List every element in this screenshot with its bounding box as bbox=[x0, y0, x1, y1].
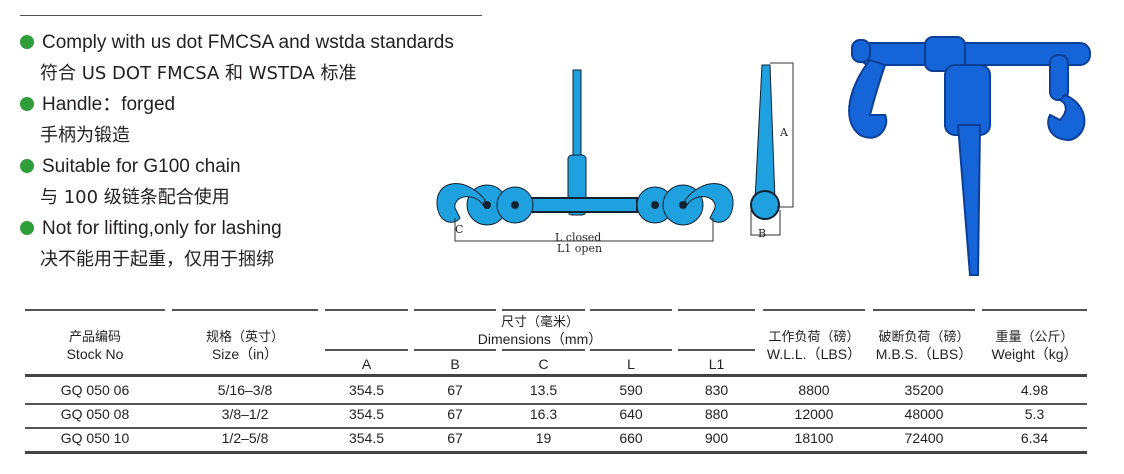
stock-header-cn: 产品编码 bbox=[68, 330, 121, 345]
l1-open-label: L1 open bbox=[557, 242, 603, 255]
header-rule bbox=[502, 309, 585, 311]
size-header-en: Size（in） bbox=[211, 346, 279, 362]
ratchet-binder-diagram bbox=[436, 62, 794, 242]
table-cell: 660 bbox=[619, 430, 643, 446]
header-rule bbox=[25, 309, 165, 311]
feature-en: Handle：forged bbox=[42, 94, 176, 115]
feature-en: Comply with us dot FMCSA and wstda stand… bbox=[42, 32, 454, 53]
bullet-icon bbox=[20, 159, 34, 173]
row-rule bbox=[25, 403, 1087, 405]
header-rule bbox=[982, 309, 1087, 311]
dimension-header: A bbox=[361, 356, 372, 372]
dimensions-header-en: Dimensions（mm） bbox=[477, 331, 603, 347]
wt-header-en: Weight（kg） bbox=[991, 346, 1078, 362]
table-cell: 35200 bbox=[904, 382, 944, 398]
header-rule bbox=[763, 309, 865, 311]
table-cell: 48000 bbox=[904, 406, 944, 422]
table-cell: 354.5 bbox=[348, 382, 385, 398]
header-rule bbox=[172, 309, 318, 311]
table-cell: 830 bbox=[704, 382, 729, 398]
table-cell: 4.98 bbox=[1020, 382, 1049, 398]
table-cell: 72400 bbox=[904, 430, 944, 446]
table-cell: 590 bbox=[619, 382, 643, 398]
stock-header-en: Stock No bbox=[66, 346, 124, 362]
feature-item: Not for lifting,only for lashing bbox=[20, 218, 282, 240]
table-cell: 354.5 bbox=[348, 406, 385, 422]
l-closed-label: L closed bbox=[555, 231, 602, 244]
feature-cn: 符合 US DOT FMCSA 和 WSTDA 标准 bbox=[40, 63, 357, 84]
subheader-rule bbox=[590, 349, 672, 351]
feature-en: Not for lifting,only for lashing bbox=[42, 218, 282, 239]
header-double-rule bbox=[25, 374, 1087, 377]
feature-item: Handle：forged bbox=[20, 94, 175, 116]
header-rule bbox=[678, 309, 755, 311]
table-cell: GQ 050 08 bbox=[60, 406, 130, 422]
header-rule bbox=[414, 309, 496, 311]
table-cell: 67 bbox=[447, 430, 463, 446]
table-cell: 13.5 bbox=[529, 382, 558, 398]
a-label: A bbox=[780, 126, 788, 139]
table-cell: GQ 050 10 bbox=[60, 430, 130, 446]
table-cell: 16.3 bbox=[529, 406, 558, 422]
feature-cn: 与 100 级链条配合使用 bbox=[40, 187, 230, 208]
feature-item: Suitable for G100 chain bbox=[20, 156, 241, 178]
feature-cn: 决不能用于起重，仅用于捆绑 bbox=[40, 249, 274, 270]
table-cell: 900 bbox=[704, 430, 729, 446]
top-rule bbox=[20, 15, 482, 16]
table-cell: 6.34 bbox=[1020, 430, 1049, 446]
size-header-cn: 规格（英寸） bbox=[205, 330, 284, 345]
wll-header-cn: 工作负荷（磅） bbox=[768, 330, 860, 345]
bullet-icon bbox=[20, 221, 34, 235]
b-label: B bbox=[758, 227, 767, 240]
subheader-rule bbox=[502, 349, 585, 351]
mbs-header-en: M.B.S.（LBS） bbox=[875, 346, 973, 362]
table-cell: 8800 bbox=[798, 382, 830, 398]
table-cell: 5/16–3/8 bbox=[217, 382, 273, 398]
feature-item: Comply with us dot FMCSA and wstda stand… bbox=[20, 32, 454, 54]
feature-cn: 手柄为锻造 bbox=[40, 125, 130, 146]
table-cell: 880 bbox=[704, 406, 729, 422]
feature-en: Suitable for G100 chain bbox=[42, 156, 241, 177]
c-label: C bbox=[455, 223, 464, 236]
dimension-header: L1 bbox=[708, 356, 725, 372]
table-cell: 354.5 bbox=[348, 430, 385, 446]
table-cell: GQ 050 06 bbox=[60, 382, 130, 398]
row-rule bbox=[25, 451, 1087, 454]
header-rule bbox=[590, 309, 672, 311]
table-cell: 640 bbox=[619, 406, 643, 422]
table-cell: 67 bbox=[447, 406, 463, 422]
dimension-header: L bbox=[627, 356, 635, 372]
table-cell: 19 bbox=[535, 430, 552, 446]
product-photo bbox=[848, 36, 1091, 276]
subheader-rule bbox=[325, 349, 408, 351]
table-cell: 3/8–1/2 bbox=[221, 406, 269, 422]
dimension-header: B bbox=[450, 356, 460, 372]
subheader-rule bbox=[414, 349, 496, 351]
dimension-header: C bbox=[538, 356, 549, 372]
bullet-icon bbox=[20, 35, 34, 49]
row-rule bbox=[25, 427, 1087, 429]
header-rule bbox=[873, 309, 975, 311]
table-cell: 5.3 bbox=[1024, 406, 1045, 422]
dimensions-header-cn: 尺寸（毫米） bbox=[500, 315, 579, 330]
wll-header-en: W.L.L.（LBS） bbox=[766, 346, 862, 362]
table-cell: 67 bbox=[447, 382, 463, 398]
table-cell: 12000 bbox=[794, 406, 834, 422]
subheader-rule bbox=[678, 349, 755, 351]
table-cell: 18100 bbox=[794, 430, 834, 446]
table-cell: 1/2–5/8 bbox=[221, 430, 269, 446]
wt-header-cn: 重量（公斤） bbox=[995, 330, 1074, 345]
mbs-header-cn: 破断负荷（磅） bbox=[878, 330, 970, 345]
header-rule bbox=[325, 309, 408, 311]
bullet-icon bbox=[20, 97, 34, 111]
